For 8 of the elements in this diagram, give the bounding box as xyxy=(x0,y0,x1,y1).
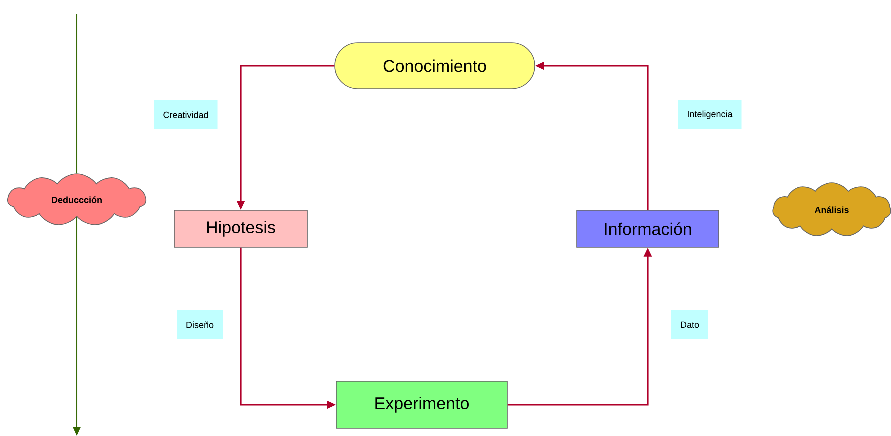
process-box: Experimento xyxy=(336,381,508,429)
process-box: Información xyxy=(576,210,720,248)
process-box: Hipotesis xyxy=(174,210,308,248)
edge-label: Diseño xyxy=(177,310,224,340)
rounded-box: Conocimiento xyxy=(334,42,536,90)
edge-label: Inteligencia xyxy=(678,100,742,130)
edge-label: Creatividad xyxy=(154,100,218,130)
edge-label: Dato xyxy=(672,310,708,340)
